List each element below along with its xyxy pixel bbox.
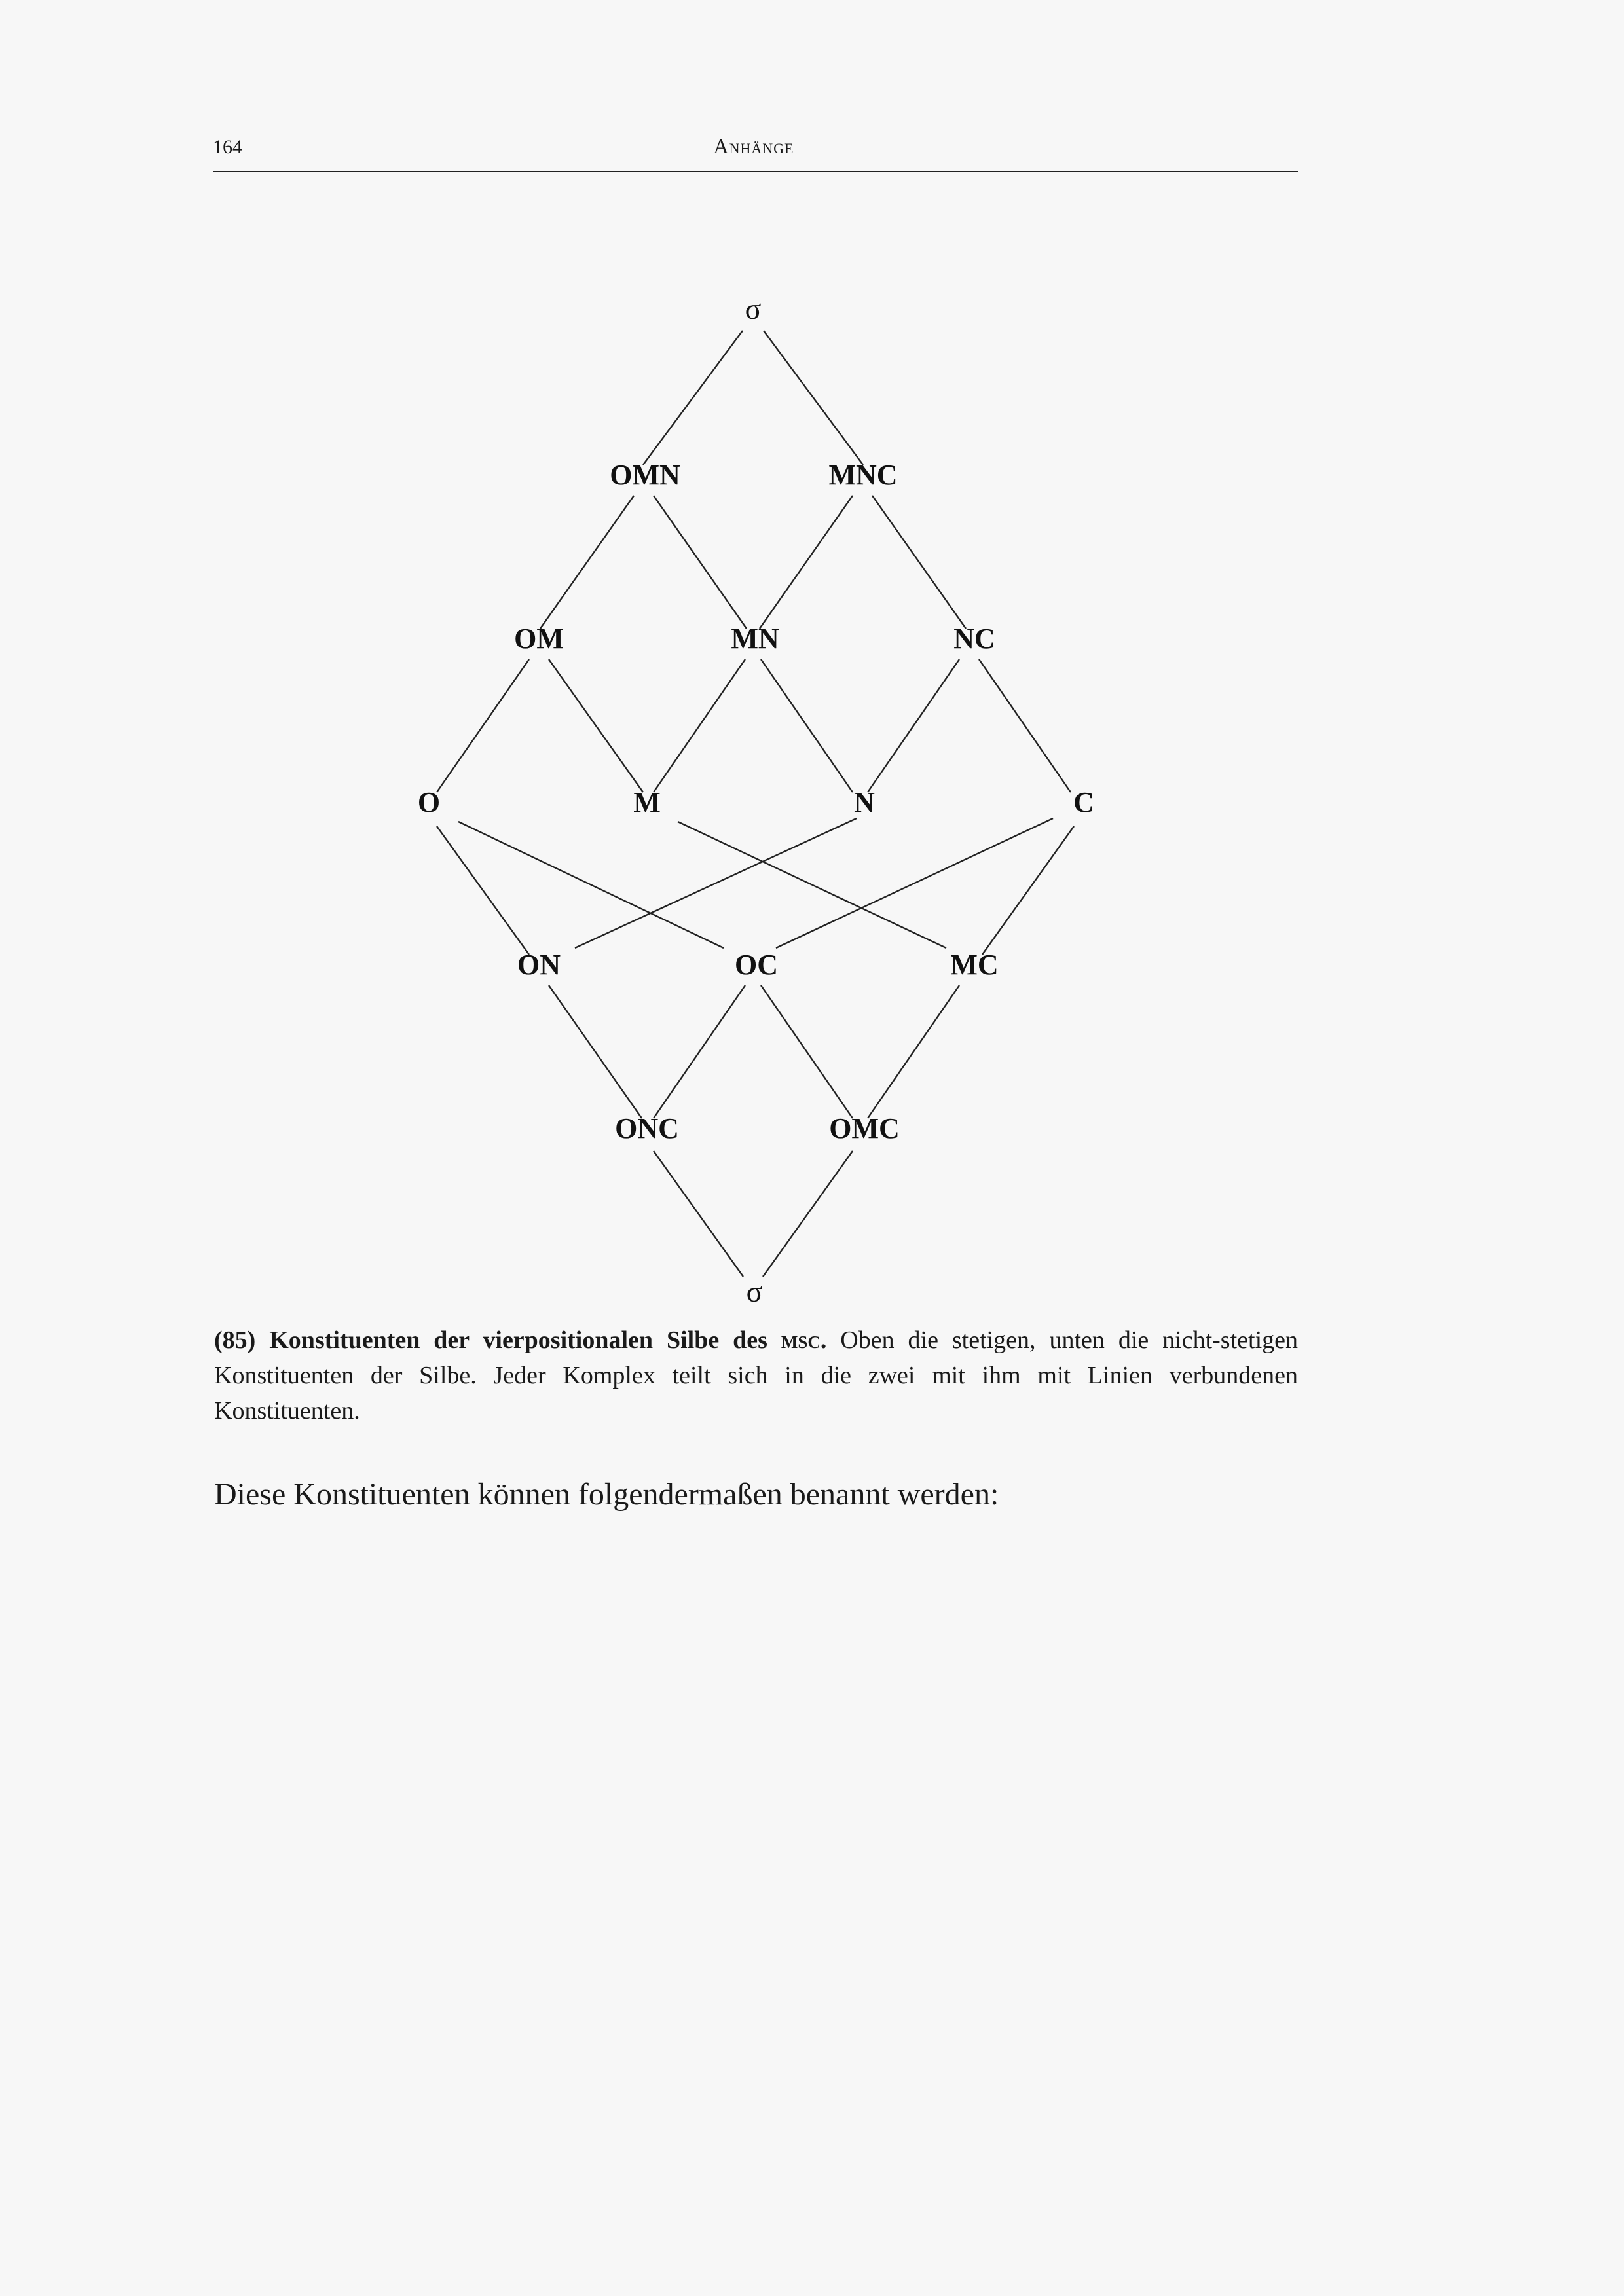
- node-m: M: [633, 786, 661, 818]
- edge-n-on: [574, 817, 857, 949]
- node-oc: OC: [735, 949, 778, 981]
- node-on: ON: [517, 949, 561, 981]
- node-mc: MC: [950, 949, 998, 981]
- edge-nc-c: [978, 659, 1071, 793]
- node-onc: ONC: [615, 1112, 679, 1144]
- edge-oc-onc: [653, 985, 746, 1119]
- node-o: O: [418, 786, 440, 818]
- node-mnc: MNC: [828, 459, 897, 491]
- edge-mnc-mn: [759, 495, 853, 629]
- edge-o-on: [436, 826, 530, 955]
- edge-sigma-omn: [642, 330, 743, 465]
- node-nc: NC: [953, 623, 995, 655]
- node-mn: MN: [731, 623, 779, 655]
- edge-mn-n: [760, 659, 853, 793]
- node-c: C: [1073, 786, 1094, 818]
- edge-on-onc: [548, 985, 642, 1119]
- edge-c-mc: [982, 826, 1075, 955]
- node-omc: OMC: [829, 1112, 900, 1144]
- caption-label: (85) Konstituenten der vierpositionalen …: [214, 1326, 767, 1354]
- edge-o-oc: [458, 820, 724, 949]
- edge-onc-sigma: [653, 1150, 744, 1277]
- edge-c-oc: [775, 817, 1054, 949]
- node-om: OM: [514, 623, 564, 655]
- figure-caption: (85) Konstituenten der vierpositionalen …: [214, 1322, 1298, 1429]
- header-rule: [213, 171, 1298, 172]
- node-sigma-bottom: σ: [747, 1275, 763, 1308]
- lattice-edges-lower: [436, 817, 1075, 1277]
- node-omn: OMN: [610, 459, 680, 491]
- edge-mn-m: [653, 659, 746, 793]
- edge-om-m: [548, 659, 644, 793]
- node-n: N: [854, 786, 875, 818]
- edge-nc-n: [867, 659, 960, 793]
- constituent-lattice-diagram: σ OMN MNC OM MN NC O M N C ON OC MC ONC …: [418, 292, 1094, 1308]
- running-head: Anhänge: [713, 134, 794, 158]
- edge-omn-mn: [653, 495, 747, 629]
- caption-abbr: msc.: [781, 1326, 827, 1354]
- edge-mnc-nc: [872, 495, 967, 629]
- edge-mc-omc: [867, 985, 960, 1119]
- edge-omn-om: [540, 495, 635, 629]
- node-sigma-top: σ: [745, 292, 762, 325]
- lattice-edges: [436, 330, 1071, 793]
- edge-sigma-mnc: [763, 330, 864, 465]
- edge-om-o: [436, 659, 530, 793]
- body-paragraph: Diese Konstituenten können folgendermaße…: [214, 1477, 999, 1512]
- edge-oc-omc: [760, 985, 853, 1119]
- caption-text: Oben die stetigen, unten die nicht-steti…: [214, 1326, 1298, 1425]
- lattice-nodes: σ OMN MNC OM MN NC O M N C ON OC MC ONC …: [418, 292, 1094, 1308]
- edge-m-mc: [677, 820, 947, 949]
- page-number: 164: [213, 136, 242, 158]
- edge-omc-sigma: [762, 1150, 853, 1277]
